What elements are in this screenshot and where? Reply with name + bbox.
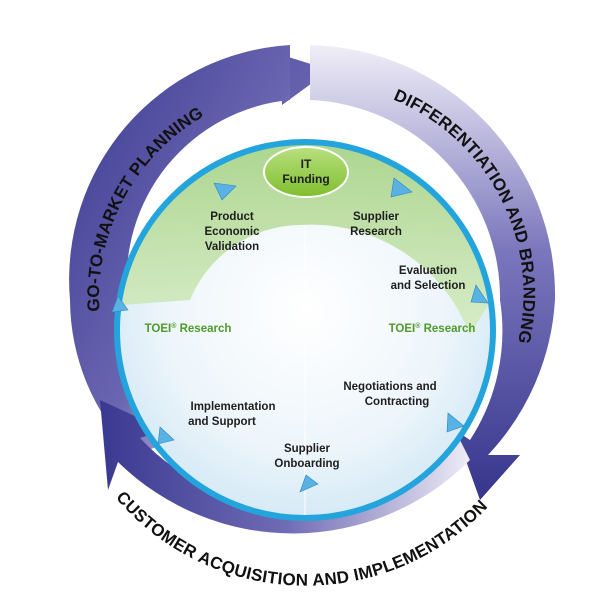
svg-text:Economic: Economic (205, 226, 261, 238)
toei-research-right: TOEI® Research (389, 322, 476, 335)
funding-line2: Funding (282, 172, 329, 186)
step-supplier-research: Supplier Research (350, 211, 402, 238)
outer-arrow-right (310, 45, 556, 500)
svg-text:Supplier: Supplier (284, 443, 331, 455)
svg-text:and Selection: and Selection (391, 280, 466, 292)
svg-text:Research: Research (350, 226, 402, 238)
svg-text:Implementation: Implementation (191, 401, 276, 413)
toei-research-left: TOEI® Research (145, 322, 232, 335)
svg-text:and Support: and Support (188, 416, 256, 428)
it-funding-ellipse (263, 146, 349, 198)
blue-ring (114, 139, 496, 521)
step-product: Product Economic Validation (205, 211, 261, 253)
svg-text:Contracting: Contracting (365, 396, 430, 408)
svg-text:Product: Product (210, 211, 254, 223)
svg-text:Validation: Validation (205, 241, 259, 253)
step-implementation: Implementation and Support (188, 401, 275, 428)
funding-line1: IT (301, 157, 312, 171)
svg-text:Negotiations and: Negotiations and (343, 381, 436, 393)
step-onboarding: Supplier Onboarding (274, 443, 339, 470)
svg-text:Supplier: Supplier (353, 211, 400, 223)
svg-text:Onboarding: Onboarding (274, 458, 339, 470)
svg-text:Evaluation: Evaluation (399, 265, 457, 277)
step-negotiations: Negotiations and Contracting (343, 381, 436, 408)
step-evaluation: Evaluation and Selection (391, 265, 466, 292)
ring-arrows (111, 177, 489, 493)
